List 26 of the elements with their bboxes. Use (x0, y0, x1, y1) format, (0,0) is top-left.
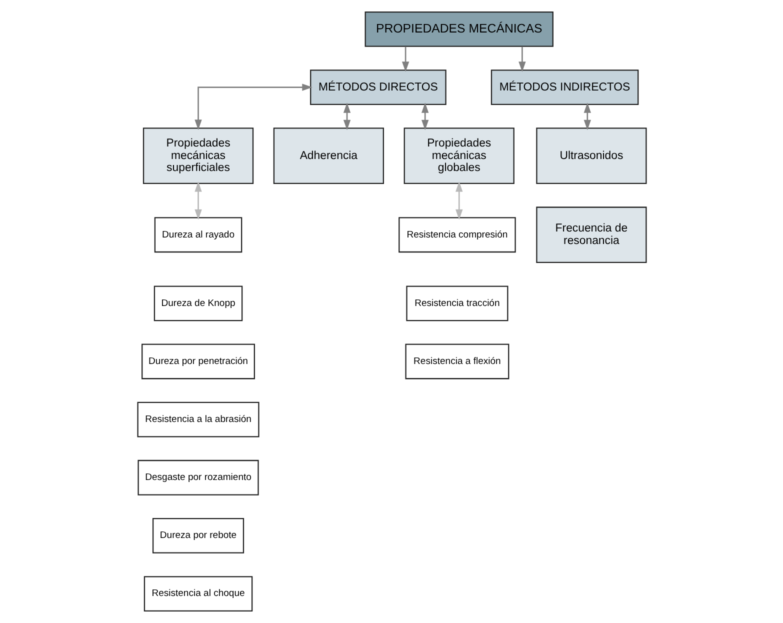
node-box: Resistencia al choque (143, 576, 252, 612)
node-box: Resistencia a flexión (404, 344, 509, 380)
arrow (518, 46, 526, 72)
node-box: Dureza al rayado (154, 217, 242, 253)
node-box: PROPIEDADES MECÁNICAS (364, 12, 553, 47)
node-box: Resistencia a la abrasión (136, 402, 259, 438)
node-box: MÉTODOS INDIRECTOS (490, 70, 638, 105)
arrow (401, 46, 409, 72)
arrow (194, 181, 202, 220)
arrow (455, 181, 462, 220)
node-box: Resistencia compresión (398, 217, 516, 253)
node-box: Resistencia tracción (406, 286, 508, 322)
arrow (583, 102, 591, 130)
arrow (342, 102, 350, 130)
node-box: Desgaste por rozamiento (137, 460, 258, 496)
node-box: Propiedades mecánicas globales (403, 128, 514, 184)
arrow (194, 84, 312, 130)
node-box: Propiedades mecánicas superficiales (142, 128, 254, 184)
node-box: Adherencia (272, 128, 384, 184)
node-box: Dureza por rebote (152, 518, 244, 554)
node-box: MÉTODOS DIRECTOS (310, 70, 446, 105)
node-box: Dureza de Knopp (153, 286, 242, 322)
node-box: Dureza por penetración (141, 344, 254, 380)
node-box: Frecuencia de resonancia (536, 206, 646, 264)
arrow (420, 102, 428, 130)
node-box: Ultrasonidos (536, 128, 646, 184)
